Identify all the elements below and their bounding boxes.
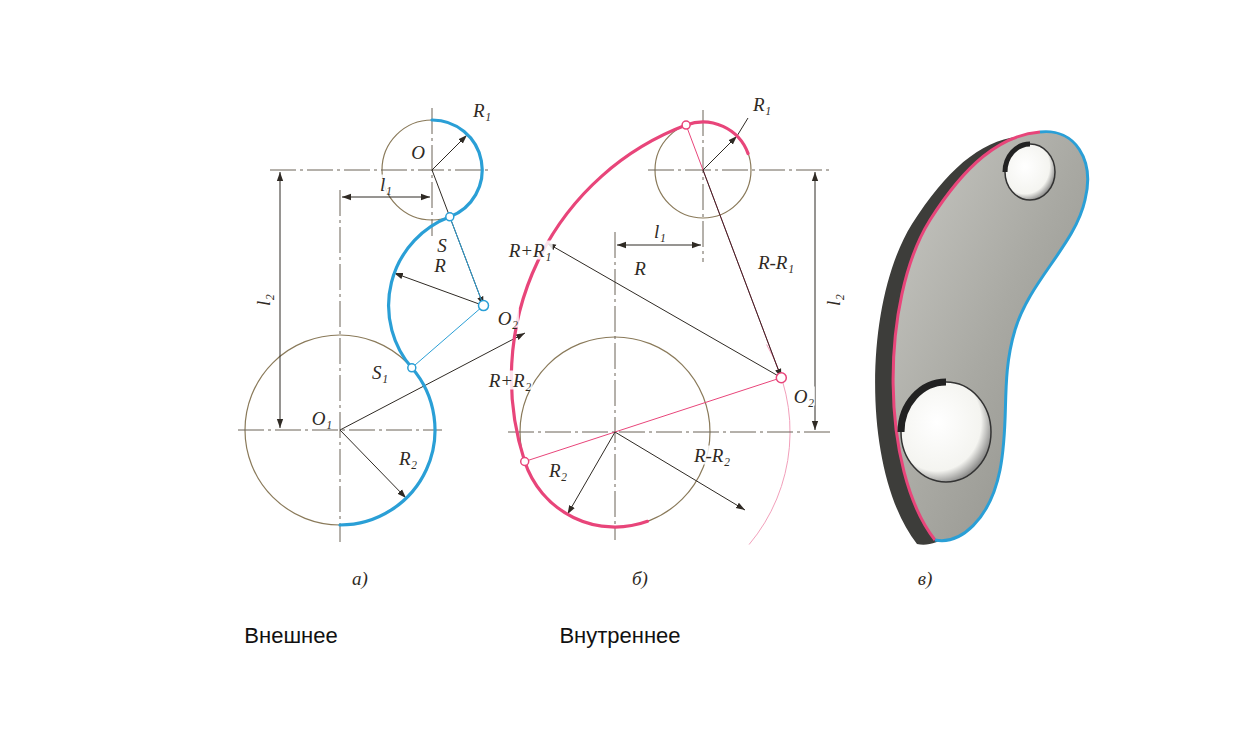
dimension-label: S₁: [371, 363, 389, 382]
dimension-label: O₁: [311, 409, 333, 428]
dimension-label: R₂: [548, 461, 568, 480]
dimension-label: l₁: [653, 222, 667, 241]
dimension-label: R: [633, 259, 647, 278]
caption-text: Внутреннее: [559, 625, 680, 647]
dimension-label: R: [433, 256, 447, 275]
dimension-label: l₂: [254, 293, 273, 307]
dimension-label: R+R₂: [488, 371, 533, 390]
dimension-label: l₂: [824, 293, 843, 307]
dimension-label: S: [436, 236, 448, 255]
dimension-label: O₂: [497, 309, 519, 328]
dimension-label: R-R₁: [757, 253, 795, 272]
dimension-label: б): [631, 569, 649, 588]
dimension-label: R₂: [398, 449, 418, 468]
dimension-label: R-R₂: [693, 446, 731, 465]
caption-text: Внешнее: [244, 625, 337, 647]
dimension-label: O₂: [793, 387, 815, 406]
dimension-label: l₁: [379, 175, 393, 194]
dimension-label: а): [351, 569, 369, 588]
dimension-label: O: [410, 143, 426, 162]
dimension-label: R+R₁: [508, 241, 553, 260]
dimension-label: R₁: [472, 101, 492, 120]
dimension-label: в): [917, 569, 934, 588]
dimension-label: R₁: [752, 95, 772, 114]
